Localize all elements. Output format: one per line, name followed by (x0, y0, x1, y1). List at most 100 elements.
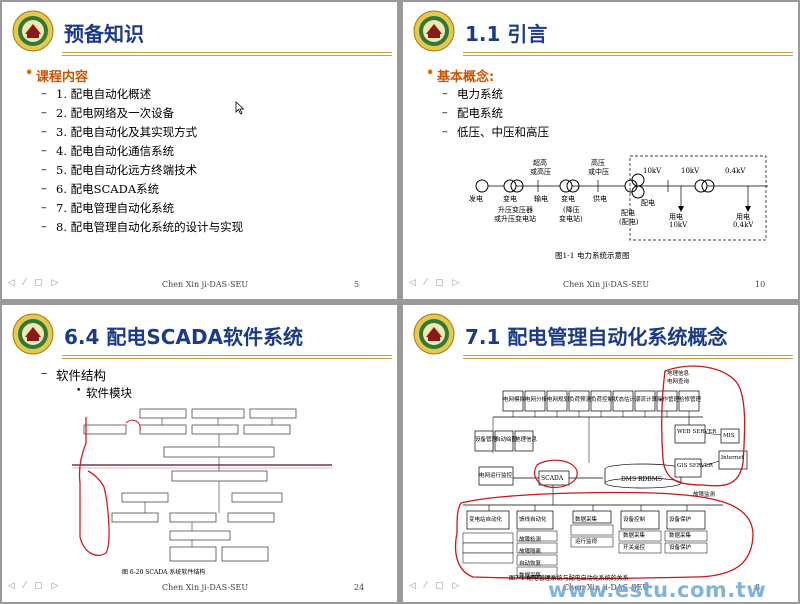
title-divider (463, 355, 793, 356)
diagram-label: 或升压变电站 (494, 215, 536, 223)
diagram-label: 状态估计 (613, 397, 636, 403)
diagram-label: 数据采集 (669, 533, 692, 539)
diagram-label: 输电 (534, 195, 548, 203)
diagram-label: GIS SERVER (677, 463, 713, 469)
list-item: 低压、中压和高压 (442, 124, 549, 140)
slide-footer: ◁ ⁄ ▢ ▷ Chen Xin ji-DAS-SEU 5 (2, 278, 397, 292)
list-item: 2. 配电网络及一次设备 (41, 105, 174, 121)
slide-title: 6.4 配电SCADA软件系统 (64, 325, 304, 349)
diagram-label: (配电) (619, 218, 639, 226)
diagram-label: 变电 (503, 195, 517, 203)
slide-3[interactable]: 6.4 配电SCADA软件系统 软件结构 软件模块 (2, 305, 397, 602)
diagram-label: 10kV (669, 221, 688, 229)
slide-footer: ◁ ⁄ ▢ ▷ Chen Xin ji-DAS-SEU 10 (403, 278, 798, 292)
diagram-label: 设备保护 (669, 545, 692, 551)
diagram-label: 潮流计算 (635, 397, 658, 403)
diagram-label: 地理信息 (667, 371, 690, 377)
diagram-label: 电网规划 (547, 397, 570, 403)
university-logo (413, 10, 455, 52)
title-divider (62, 52, 392, 53)
diagram-label: 或中压 (588, 168, 609, 176)
diagram-label: 电网分析 (525, 397, 548, 403)
university-logo (413, 313, 455, 355)
diagram-label: 10kV (681, 167, 700, 175)
slide-2[interactable]: 1.1 引言 基本概念: 电力系统 配电系统 低压、中压和高压 超高 或高压 高… (403, 2, 798, 299)
slide-footer: ◁ ⁄ ▢ ▷ Chen Xin ji-DAS-SEU 8 (403, 581, 798, 595)
diagram-label: 超高 (533, 159, 547, 167)
diagram-label: 升压变压器 (498, 206, 533, 214)
diagram-label: 电网查询 (667, 379, 690, 385)
footer-author: Chen Xin ji-DAS-SEU (162, 280, 249, 289)
list-item: 5. 配电自动化远方终端技术 (41, 162, 197, 178)
diagram-label: 运行监视 (575, 539, 598, 545)
diagram-label: 数据采集 (519, 573, 542, 579)
diagram-label: 数据采集 (623, 533, 646, 539)
page-number: 8 (755, 583, 761, 592)
page-number: 24 (354, 583, 365, 592)
dms-relationship-diagram (454, 365, 754, 580)
diagram-label: 变电站自动化 (469, 517, 503, 523)
diagram-label: Internet (721, 455, 744, 461)
diagram-label: WEB SERVER (677, 429, 717, 435)
title-divider (463, 52, 793, 53)
slide-nav-icons[interactable]: ◁ ⁄ ▢ ▷ (8, 581, 62, 591)
mouse-cursor-icon (235, 101, 245, 115)
diagram-label: 负荷控制 (591, 397, 614, 403)
title-divider (62, 55, 392, 56)
footer-author: Chen Xin ji-DAS-SEU (162, 583, 249, 592)
footer-author: Chen Xin ji-DAS-SEU (563, 280, 650, 289)
diagram-label: 操作管理 (657, 397, 680, 403)
diagram-label: 0.4kV (725, 167, 746, 175)
diagram-label: 开关遥控 (623, 545, 646, 551)
title-divider (463, 55, 793, 56)
title-divider (62, 358, 392, 359)
bullet-heading: 基本概念: (426, 66, 494, 85)
list-item: 软件结构 (41, 365, 106, 384)
diagram-label: 设备控制 (623, 517, 646, 523)
diagram-label: 馈线自动化 (519, 517, 547, 523)
diagram-label: 0.4kV (733, 221, 754, 229)
diagram-label: 自动绘图 (495, 437, 518, 443)
slide-title: 1.1 引言 (465, 22, 548, 46)
diagram-label: 高压 (591, 159, 605, 167)
diagram-label: 地理信息 (515, 437, 538, 443)
footer-author: Chen Xin ji-DAS-SEU (563, 583, 650, 592)
list-item: 软件模块 (76, 385, 132, 401)
diagram-label: 设备保护 (669, 517, 692, 523)
scada-software-diagram (72, 408, 332, 562)
university-logo (12, 10, 54, 52)
slide-4[interactable]: 7.1 配电管理自动化系统概念 (403, 305, 798, 602)
list-item: 8. 配电管理自动化系统的设计与实现 (41, 219, 243, 235)
diagram-label: SCADA (541, 475, 564, 482)
slide-nav-icons[interactable]: ◁ ⁄ ▢ ▷ (8, 278, 62, 288)
list-item: 6. 配电SCADA系统 (41, 181, 159, 197)
title-divider (463, 358, 793, 359)
list-item: 电力系统 (442, 86, 503, 102)
list-item: 7. 配电管理自动化系统 (41, 200, 174, 216)
title-divider (62, 355, 392, 356)
list-item: 配电系统 (442, 105, 503, 121)
diagram-label: 自动恢复 (519, 561, 542, 567)
slide-title: 预备知识 (64, 22, 144, 46)
list-item: 3. 配电自动化及其实现方式 (41, 124, 197, 140)
list-item: 4. 配电自动化通信系统 (41, 143, 174, 159)
diagram-caption: 图1-1 电力系统示意图 (555, 251, 630, 260)
diagram-label: 供电 (593, 195, 607, 203)
power-system-diagram (475, 155, 768, 241)
diagram-label: 数据采集 (575, 517, 598, 523)
diagram-label: 设备管理 (475, 437, 498, 443)
diagram-label: 用电 (669, 213, 683, 221)
university-logo (12, 313, 54, 355)
diagram-label: MIS (723, 433, 735, 439)
diagram-label: DMS RDBMS (621, 476, 662, 483)
diagram-caption: 图7-1 配电管理系统与配电自动化系统的关系 (509, 575, 629, 582)
diagram-label: 或高压 (530, 168, 551, 176)
diagram-label: 配电 (641, 199, 655, 207)
diagram-label: 用电 (736, 213, 750, 221)
diagram-label: 变电站) (559, 215, 583, 223)
slide-nav-icons[interactable]: ◁ ⁄ ▢ ▷ (409, 278, 463, 288)
diagram-label: 电网运行监控 (479, 473, 513, 479)
slide-1[interactable]: 预备知识 课程内容 1. 配电自动化概述 2. 配电网络及一次设备 3. 配电自… (2, 2, 397, 299)
page-number: 5 (354, 280, 360, 289)
slide-nav-icons[interactable]: ◁ ⁄ ▢ ▷ (409, 581, 463, 591)
